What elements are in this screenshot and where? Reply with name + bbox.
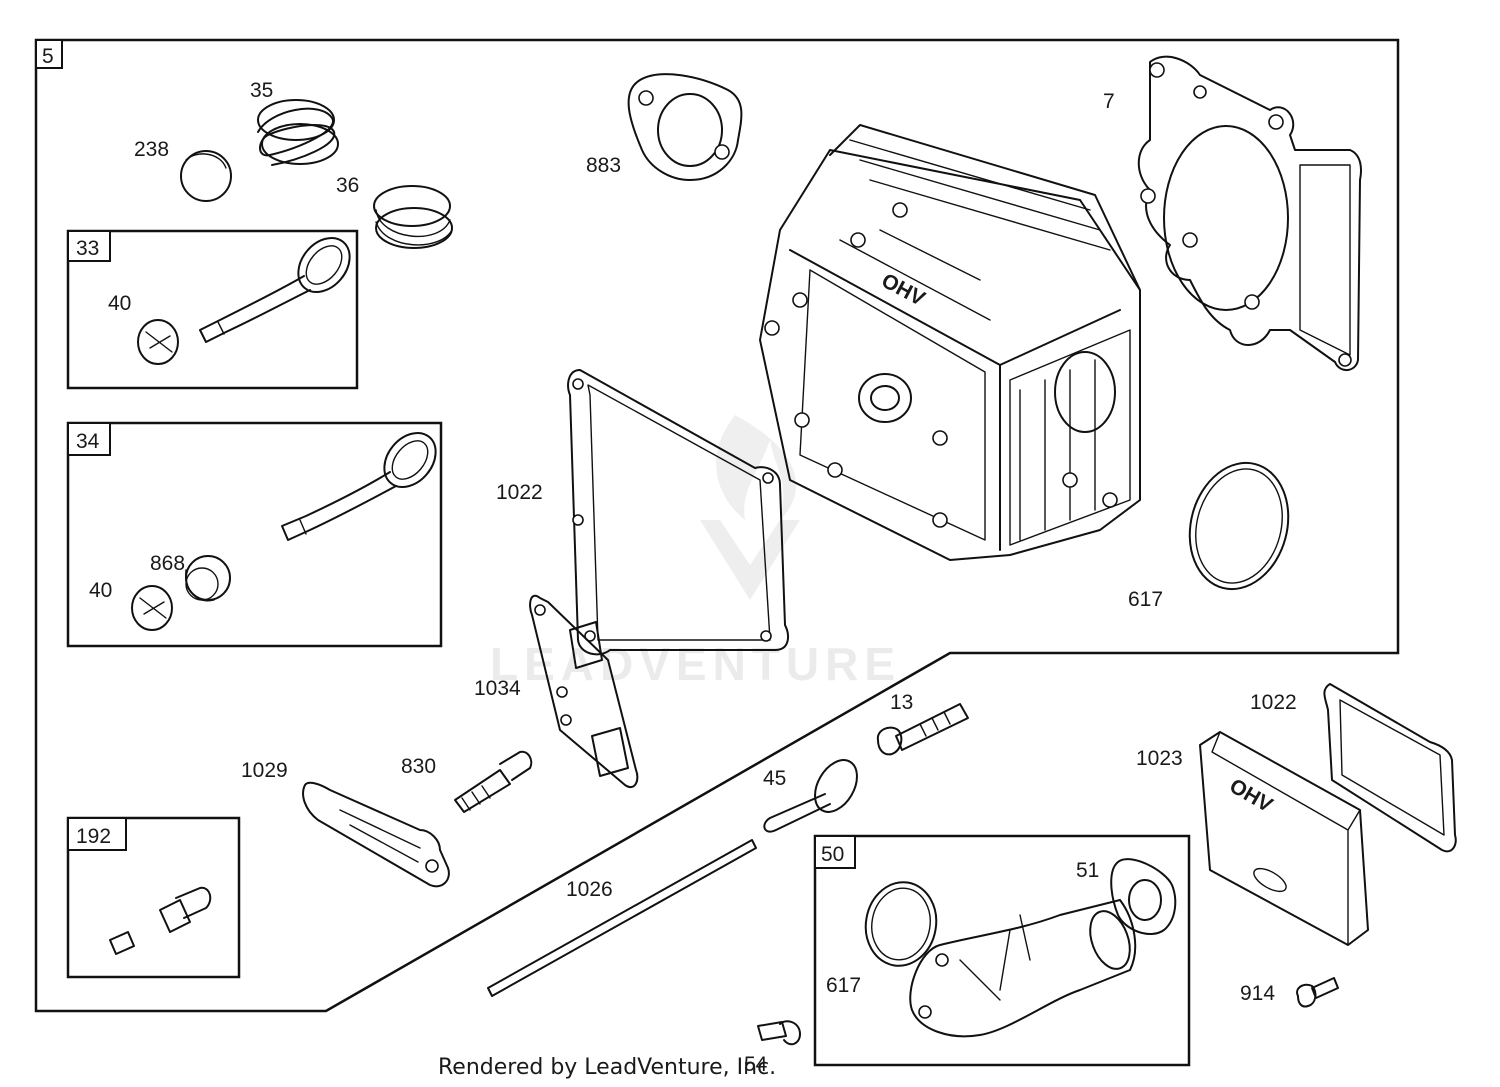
kit-50-number: 50 <box>821 843 844 866</box>
callout-1022-a: 1022 <box>496 481 543 504</box>
callout-13: 13 <box>890 691 913 714</box>
cylinder-head: OHV <box>759 124 1141 561</box>
callout-883: 883 <box>586 154 621 177</box>
callout-238: 238 <box>134 138 169 161</box>
callout-1029: 1029 <box>241 759 288 782</box>
callout-1026: 1026 <box>566 878 613 901</box>
callout-868: 868 <box>150 552 185 575</box>
rocker-stud-830 <box>454 750 533 813</box>
callout-7: 7 <box>1103 90 1115 113</box>
valve-retainer-40-b <box>131 585 173 631</box>
kit-33-tag <box>67 230 111 262</box>
intake-valve-kit-box <box>66 421 443 648</box>
intake-kit-box <box>813 834 1191 1067</box>
valve-seal-868 <box>185 555 231 602</box>
callout-35: 35 <box>250 79 273 102</box>
callout-830: 830 <box>401 755 436 778</box>
kit-50-tag <box>814 835 856 869</box>
intake-valve <box>281 432 437 541</box>
valve-retainer-40-a <box>137 319 179 365</box>
callout-617-b: 617 <box>826 974 861 997</box>
kit-192-tag <box>67 817 127 851</box>
screw-54 <box>757 1020 801 1046</box>
valve-spring-36 <box>373 185 453 249</box>
callout-54: 54 <box>744 1053 768 1076</box>
callout-40-b: 40 <box>89 579 112 602</box>
valve-cover-text: OHV <box>1226 774 1277 817</box>
valve-cover-gasket-1022-b <box>1323 683 1457 853</box>
valve-cover-gasket-1022-a <box>567 369 789 656</box>
breather-kit-box <box>66 816 241 979</box>
footer-credit: Rendered by LeadVenture, Inc. <box>438 1055 776 1080</box>
watermark: LEADVENTURE <box>490 415 901 690</box>
screw-914 <box>1296 977 1339 1008</box>
kit-34-number: 34 <box>76 430 100 453</box>
callout-1034: 1034 <box>474 677 521 700</box>
exhaust-valve-kit-box <box>66 229 359 390</box>
valve-cap-238 <box>180 150 232 202</box>
kit-192-number: 192 <box>76 825 111 848</box>
main-assembly-frame <box>34 38 1400 1013</box>
head-cast-text: OHV <box>878 269 929 311</box>
breather-kit-parts <box>109 886 212 955</box>
head-gasket-7 <box>1137 55 1362 371</box>
push-rod-guide-45 <box>763 759 858 833</box>
valve-spring-35 <box>257 99 339 166</box>
callout-36: 36 <box>336 174 359 197</box>
breather-plate-1034 <box>529 594 639 789</box>
exhaust-valve <box>199 237 351 343</box>
bolt-13 <box>876 703 969 756</box>
callout-45: 45 <box>763 767 786 790</box>
intake-elbow <box>909 899 1137 1038</box>
kit-34-tag <box>67 422 111 456</box>
intake-gasket-51 <box>1110 858 1177 935</box>
main-box-number: 5 <box>42 45 54 68</box>
o-ring-617-a <box>1188 461 1290 591</box>
kit-33-number: 33 <box>76 237 99 260</box>
valve-cover-1023: OHV <box>1199 731 1369 946</box>
watermark-text: LEADVENTURE <box>490 638 901 690</box>
exhaust-gasket-883 <box>627 73 743 181</box>
callout-914: 914 <box>1240 982 1275 1005</box>
callout-51: 51 <box>1076 859 1099 882</box>
callout-40-a: 40 <box>108 292 131 315</box>
o-ring-617-b <box>864 881 938 967</box>
callout-617-a: 617 <box>1128 588 1163 611</box>
callout-1022-b: 1022 <box>1250 691 1297 714</box>
main-box-tag <box>35 39 63 69</box>
callout-1023: 1023 <box>1136 747 1183 770</box>
rocker-arm-1029 <box>302 781 450 888</box>
push-rod-1026 <box>487 839 757 997</box>
